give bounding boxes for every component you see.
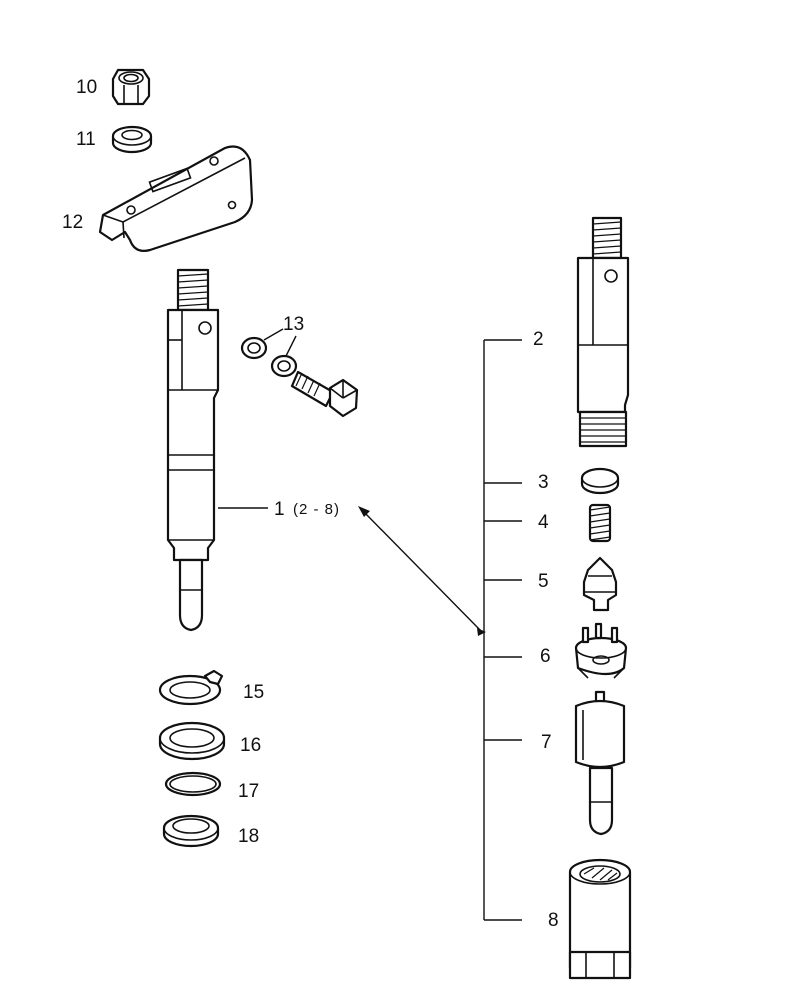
label-2: 2: [533, 329, 544, 350]
label-15: 15: [243, 682, 264, 703]
leader-13b: [285, 335, 297, 357]
part-8-nozzle-nut: [568, 858, 632, 980]
part-7-nozzle: [574, 690, 626, 836]
part-12-clamp: [98, 145, 254, 252]
label-1-range: (2 - 8): [293, 501, 340, 518]
part-6-intermediate-plate: [574, 622, 628, 679]
sub-parts-bracket: [358, 339, 522, 921]
label-18: 18: [238, 826, 259, 847]
part-16-washer: [158, 721, 226, 761]
part-10-nut: [111, 68, 151, 106]
part-4-spring: [588, 503, 612, 543]
part-3-shim: [580, 467, 620, 495]
label-17: 17: [238, 781, 259, 802]
label-11: 11: [76, 129, 96, 150]
part-18-washer: [162, 814, 220, 848]
label-3: 3: [538, 472, 549, 493]
label-8: 8: [548, 910, 559, 931]
leader-13a: [263, 328, 284, 341]
label-7: 7: [541, 732, 552, 753]
label-6: 6: [540, 646, 551, 667]
part-2-injector-body: [576, 216, 630, 448]
label-5: 5: [538, 571, 549, 592]
label-16: 16: [240, 735, 261, 756]
label-1: 1: [274, 499, 285, 520]
label-12: 12: [62, 212, 83, 233]
part-11-washer: [111, 125, 153, 154]
label-4: 4: [538, 512, 549, 533]
part-13-bolt-washers: [240, 336, 359, 418]
part-17-o-ring: [164, 771, 222, 797]
part-5-pressure-pin: [582, 556, 618, 612]
part-15-snap-ring: [158, 669, 224, 706]
part-1-injector-assembly: [166, 268, 220, 632]
label-10: 10: [76, 77, 97, 98]
label-13: 13: [283, 314, 304, 335]
